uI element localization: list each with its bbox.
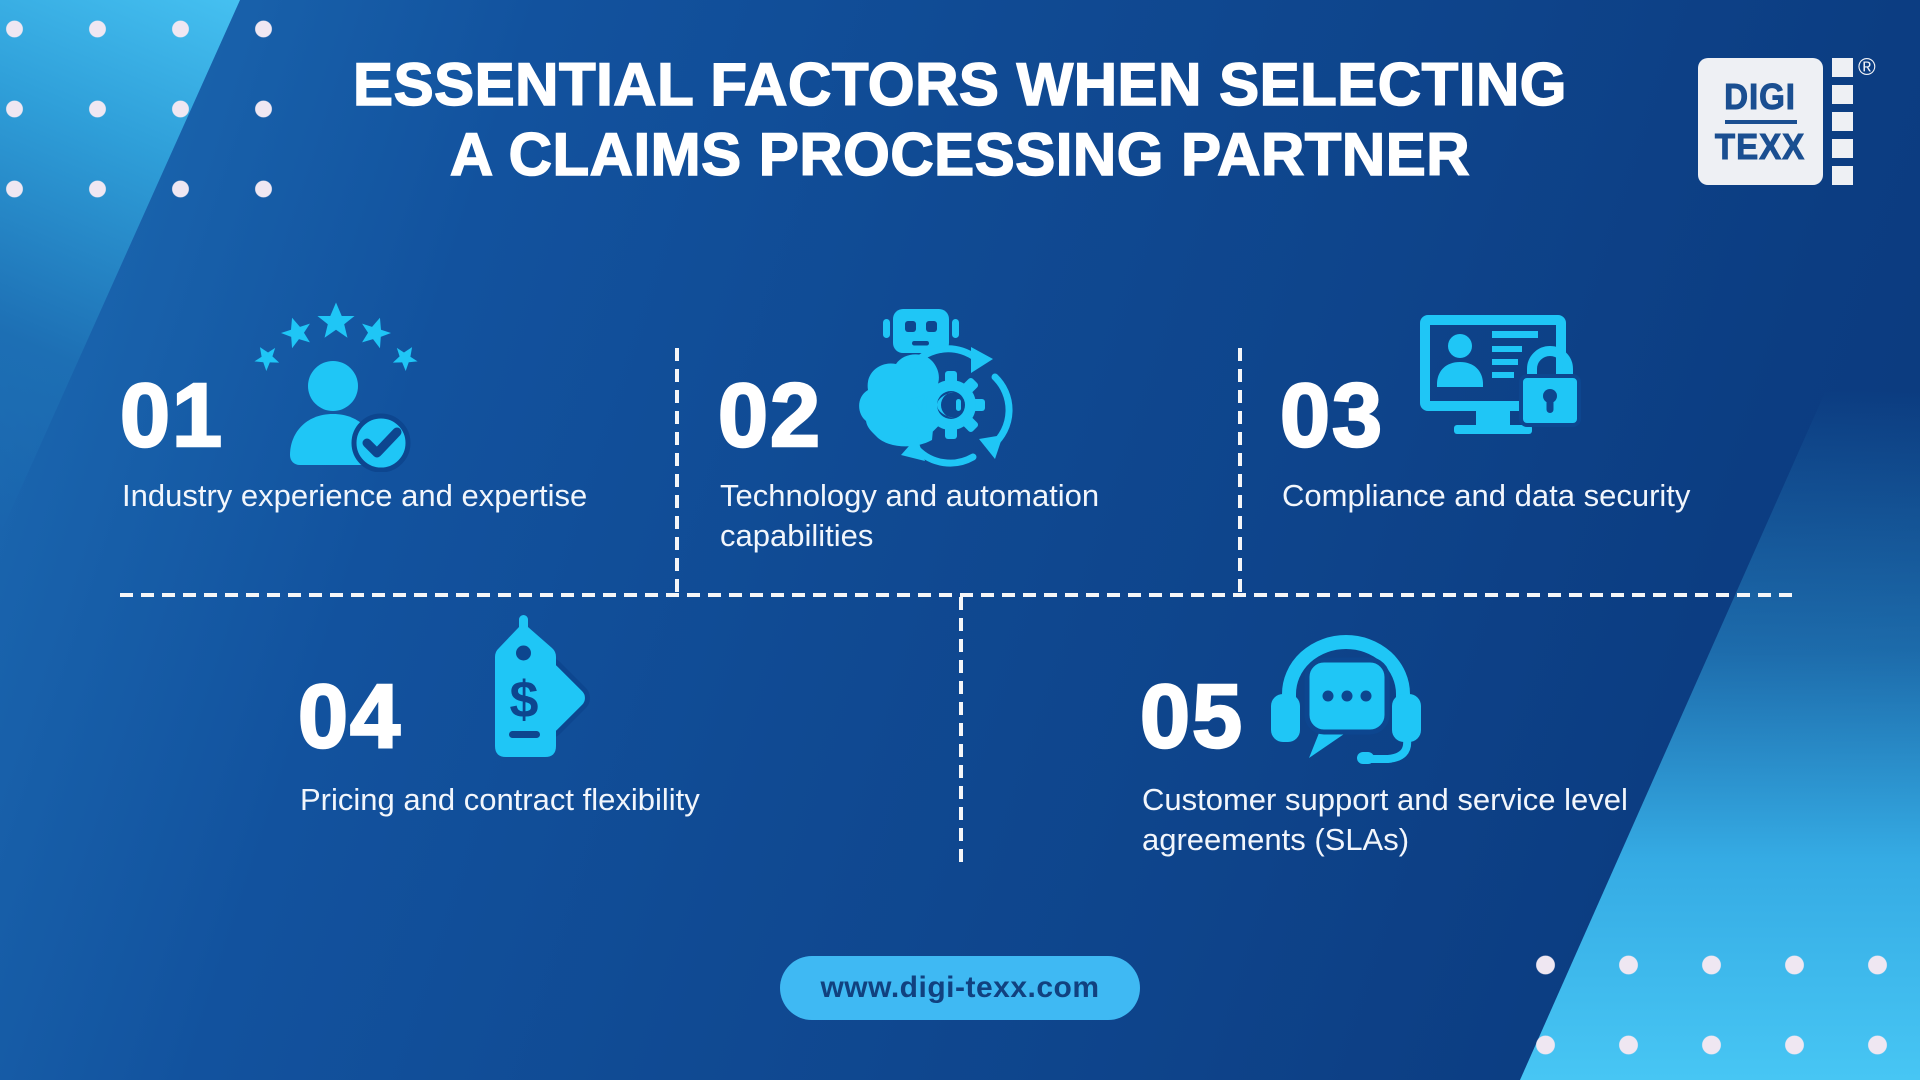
robot-automation-gear-icon (859, 309, 1013, 467)
item-number: 05 (1139, 667, 1245, 767)
vertical-dashed-divider-2 (1238, 348, 1242, 594)
factor-item-03: 03 Compliance and data security (1279, 300, 1840, 530)
logo-divider (1724, 119, 1797, 124)
logo-word-texx: TEXX (1715, 125, 1806, 167)
bottom-right-dot-pattern (1504, 925, 1919, 1080)
item-number: 01 (119, 366, 225, 466)
logo-filmstrip (1832, 58, 1853, 185)
website-link-button[interactable]: www.digi-texx.com (780, 956, 1140, 1020)
logo-word-digi: DIGI (1724, 75, 1797, 117)
logo-card: DIGI TEXX (1698, 58, 1823, 185)
item-label: Industry experience and expertise (122, 478, 588, 513)
top-left-dot-pattern (0, 0, 306, 230)
item-label: Pricing and contract flexibility (300, 782, 700, 817)
svg-text:$: $ (510, 671, 539, 729)
price-tags-icon: $ (495, 615, 590, 757)
item-number: 03 (1279, 366, 1385, 466)
headset-chat-icon (1271, 635, 1421, 764)
vertical-dashed-divider-3 (959, 597, 963, 865)
factor-item-05: 05 Customer support and service level ag… (1139, 600, 1700, 870)
registered-trademark-symbol: ® (1858, 54, 1876, 81)
factor-item-02: 02 (717, 300, 1138, 560)
factor-item-01: 01 Industry experience and expertise (119, 300, 680, 530)
item-label: Technology and automation capabilities (720, 478, 1100, 553)
monitor-user-lock-icon (1420, 315, 1581, 434)
item-number: 02 (717, 366, 823, 466)
item-label: Compliance and data security (1282, 478, 1691, 513)
item-label: Customer support and service level agree… (1142, 782, 1628, 857)
horizontal-dashed-divider (120, 593, 1795, 597)
page-title: ESSENTIAL FACTORS WHEN SELECTING A CLAIM… (0, 50, 1920, 190)
digitexx-logo: DIGI TEXX ® (1698, 56, 1883, 186)
page-title-line1: ESSENTIAL FACTORS WHEN SELECTING (352, 50, 1567, 119)
person-with-stars-and-check-icon (249, 302, 423, 472)
vertical-dashed-divider-1 (675, 348, 679, 594)
page-title-line2: A CLAIMS PROCESSING PARTNER (449, 120, 1471, 189)
item-number: 04 (297, 667, 403, 767)
factor-item-04: 04 $ Pricing and contract flexibility (297, 600, 858, 830)
